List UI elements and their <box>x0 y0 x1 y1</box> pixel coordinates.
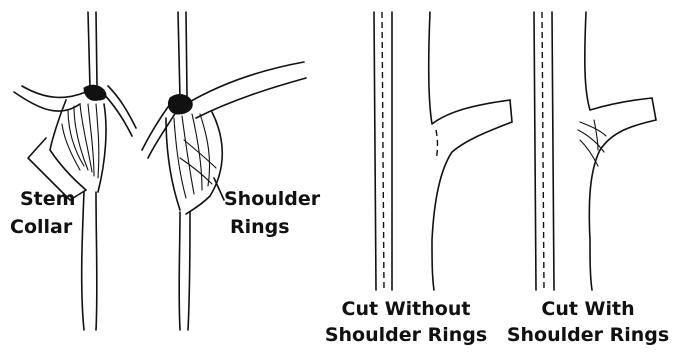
shoulder-rings-label-line1: Shoulder <box>224 188 320 210</box>
shoulder-rings-leader <box>214 178 224 200</box>
cut-with-label-line1: Cut With <box>500 298 676 320</box>
cut-without-label-line1: Cut Without <box>318 298 494 320</box>
tree-fork-shoulder-rings <box>142 12 306 330</box>
cut-without-label-line2: Shoulder Rings <box>318 324 494 346</box>
cut-with-label-line2: Shoulder Rings <box>500 324 676 346</box>
cut-without-shoulder-rings-illustration <box>374 12 512 290</box>
stem-collar-label-line1: Stem <box>20 188 75 210</box>
cut-with-shoulder-rings-illustration <box>534 12 656 290</box>
shoulder-rings-label-line2: Rings <box>230 216 290 238</box>
tree-fork-stem-collar <box>14 12 136 330</box>
stem-collar-label-line2: Collar <box>10 216 72 238</box>
